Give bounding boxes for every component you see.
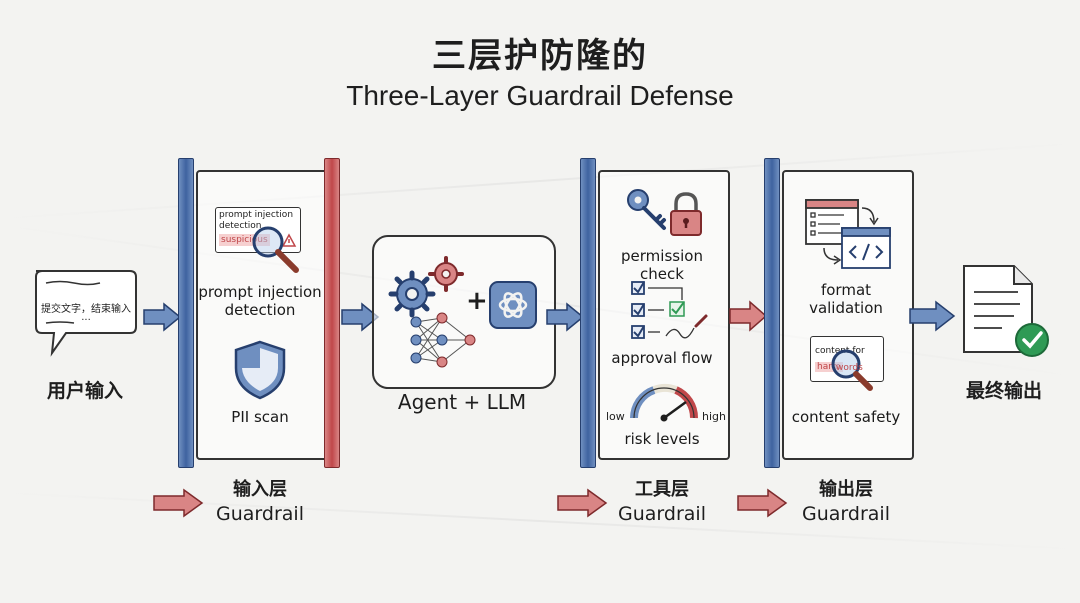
- words-word: words: [836, 363, 863, 373]
- magnifier-icon: [252, 226, 299, 273]
- red-arrow-icon: [153, 488, 204, 518]
- bubble-ellipsis: ...: [81, 312, 91, 323]
- lock-icon: [670, 192, 702, 236]
- input-layer-label-en: Guardrail: [216, 503, 304, 525]
- page-title-chinese: 三层护防隆的: [432, 36, 648, 76]
- output-layer-label-cn: 输出层: [819, 479, 873, 500]
- bubble-text: 提交文字，结束输入: [41, 304, 131, 315]
- input-layer-label-cn: 输入层: [233, 479, 287, 500]
- permission-check-label: permission check: [621, 247, 703, 283]
- input-layer-label: 输入层 Guardrail: [196, 478, 324, 526]
- red-arrow-icon: [557, 488, 608, 518]
- llm-logo-icon: [489, 281, 537, 329]
- prompt-card-line2: detection: [219, 221, 262, 231]
- format-validation-label: format validation: [809, 281, 883, 317]
- risk-levels-label: risk levels: [624, 430, 700, 448]
- prompt-injection-label: prompt injection detection: [198, 283, 322, 319]
- pii-scan-label: PII scan: [231, 408, 289, 426]
- output-layer-left-wall: [764, 158, 780, 468]
- tool-layer-left-wall: [580, 158, 596, 468]
- risk-low-label: low: [606, 410, 625, 423]
- user-input-label: 用户输入: [46, 380, 123, 402]
- gear-small-icon: [428, 256, 464, 292]
- tool-layer-label: 工具层 Guardrail: [598, 478, 726, 526]
- agent-llm-label: Agent + LLM: [397, 390, 527, 414]
- key-icon: [627, 189, 666, 230]
- speech-bubble-icon: [35, 270, 137, 357]
- red-arrow-icon: [737, 488, 788, 518]
- final-output-label: 最终输出: [965, 380, 1042, 402]
- arrow-right-icon: [909, 300, 956, 332]
- code-window-icon: [805, 199, 891, 269]
- arrow-right-icon: [143, 302, 182, 332]
- magnifier-icon: [831, 349, 873, 391]
- tool-layer-label-cn: 工具层: [635, 479, 689, 500]
- output-layer-label: 输出层 Guardrail: [782, 478, 910, 526]
- arrow-right-icon: [341, 302, 380, 332]
- page-title-english: Three-Layer Guardrail Defense: [346, 80, 734, 111]
- arrow-right-icon: [546, 302, 585, 332]
- approval-flow-label: approval flow: [611, 349, 713, 367]
- prompt-card-line1: prompt injection: [219, 210, 294, 220]
- input-layer-left-wall: [178, 158, 194, 468]
- neural-network-icon: [410, 312, 476, 368]
- approval-flow-icon: [631, 281, 708, 339]
- plus-sign: +: [466, 286, 488, 316]
- tool-layer-label-en: Guardrail: [618, 503, 706, 525]
- risk-high-label: high: [702, 410, 726, 423]
- document-icon: [963, 265, 1049, 357]
- red-arrow-icon: [729, 300, 768, 332]
- input-layer-right-wall: [324, 158, 340, 468]
- warning-icon: [281, 233, 297, 247]
- shield-icon: [234, 340, 286, 400]
- suspicious-flag: suspicious: [219, 234, 270, 246]
- harm-word: harm: [815, 362, 843, 372]
- output-layer-label-en: Guardrail: [802, 503, 890, 525]
- risk-gauge-icon: [630, 383, 699, 422]
- content-safety-label: content safety: [791, 408, 901, 426]
- gear-icon: [388, 270, 436, 318]
